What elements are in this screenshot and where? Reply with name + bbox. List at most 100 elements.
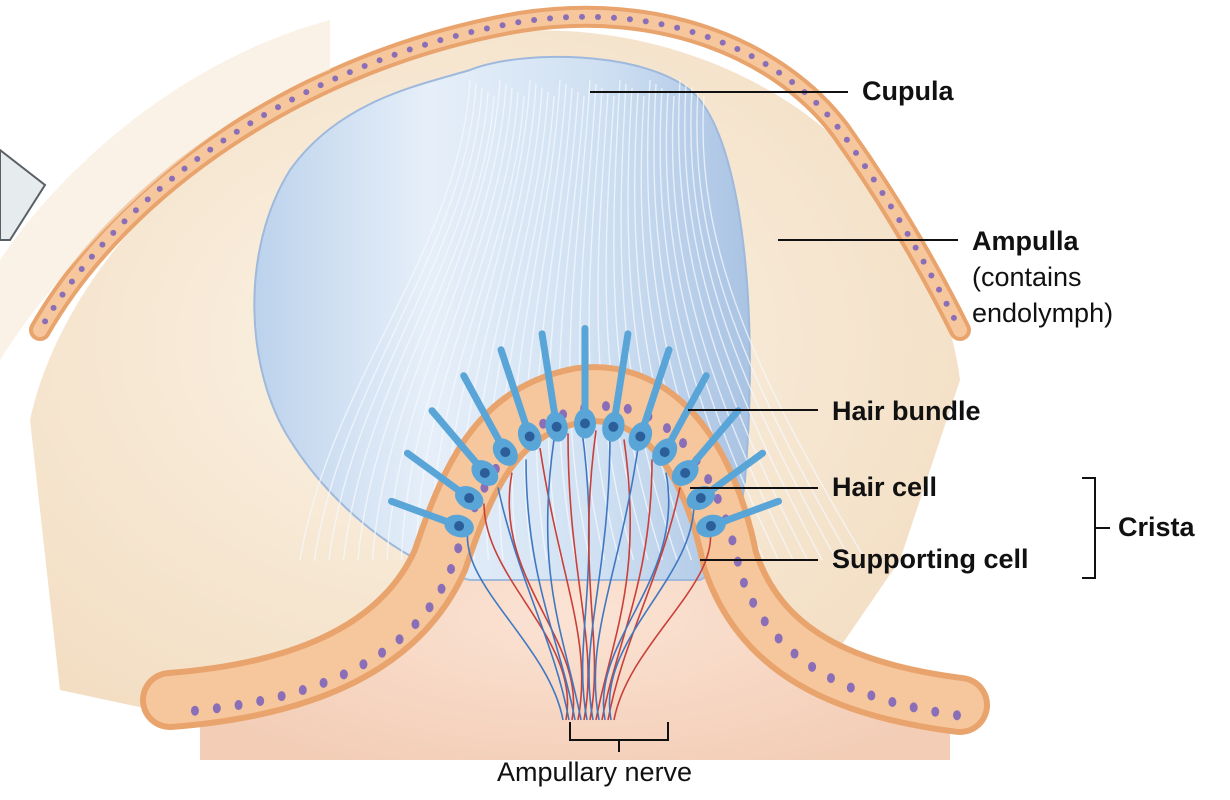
nucleus <box>824 112 830 118</box>
nucleus <box>595 14 601 20</box>
nucleus <box>663 423 671 433</box>
hair-cell-nucleus <box>500 447 510 457</box>
nucleus <box>299 685 307 695</box>
nucleus <box>749 598 757 608</box>
nucleus <box>438 584 446 594</box>
nucleus <box>936 287 942 293</box>
nucleus <box>728 535 736 545</box>
nucleus <box>953 710 961 720</box>
nucleus <box>377 57 383 63</box>
nucleus <box>51 305 57 311</box>
nucleus <box>844 137 850 143</box>
nucleus <box>888 204 894 210</box>
nucleus <box>392 52 398 58</box>
nucleus <box>775 633 783 643</box>
hair-cell-nucleus <box>552 422 562 432</box>
nucleus <box>896 217 902 223</box>
label-ampullary-nerve: Ampullary nerve <box>497 757 692 788</box>
nucleus <box>320 678 328 688</box>
nucleus <box>145 196 151 202</box>
nucleus <box>602 401 610 411</box>
nucleus <box>437 37 443 43</box>
nucleus <box>611 15 617 21</box>
nucleus <box>763 61 769 67</box>
nucleus <box>853 150 859 156</box>
nucleus <box>261 112 267 118</box>
nucleus <box>944 301 950 307</box>
nucleus <box>813 100 819 106</box>
nucleus <box>396 634 404 644</box>
nucleus <box>99 242 105 248</box>
nucleus <box>690 29 696 35</box>
nucleus <box>734 46 740 52</box>
nucleus <box>121 218 127 224</box>
nucleus <box>359 659 367 669</box>
nucleus <box>235 700 243 710</box>
nucleus <box>776 70 782 76</box>
nucleus <box>289 96 295 102</box>
label-ampulla: Ampulla <box>972 226 1079 257</box>
nucleus <box>207 147 213 153</box>
nucleus <box>679 438 687 448</box>
nucleus <box>515 19 521 25</box>
nucleus <box>318 82 324 88</box>
nucleus <box>931 707 939 717</box>
hair-cell-nucleus <box>660 447 670 457</box>
nucleus <box>110 230 116 236</box>
nucleus <box>867 690 875 700</box>
hair-cell-nucleus <box>525 431 535 441</box>
nucleus <box>879 190 885 196</box>
nucleus <box>951 315 957 321</box>
hair-cell-nucleus <box>608 422 618 432</box>
hair-cell-nucleus <box>464 493 474 503</box>
nucleus <box>734 557 742 567</box>
nucleus <box>659 21 665 27</box>
nucleus <box>705 34 711 40</box>
hair-cell-nucleus <box>680 468 690 478</box>
nucleus <box>447 564 455 574</box>
nucleus <box>220 137 226 143</box>
nucleus <box>928 273 934 279</box>
nucleus <box>157 186 163 192</box>
nucleus <box>484 25 490 31</box>
crista-bracket <box>1082 478 1095 578</box>
nucleus <box>453 33 459 39</box>
nucleus <box>182 166 188 172</box>
nucleus <box>454 543 462 553</box>
nucleus <box>194 156 200 162</box>
nucleus <box>468 29 474 35</box>
nucleus <box>531 17 537 23</box>
nucleus <box>303 89 309 95</box>
nucleus <box>862 163 868 169</box>
nucleus <box>213 703 221 713</box>
nucleus <box>871 177 877 183</box>
hair-cell-nucleus <box>580 419 590 429</box>
label-ampulla-note-1: (contains <box>972 262 1082 293</box>
hair-cell-nucleus <box>480 468 490 478</box>
nucleus <box>500 22 506 28</box>
nucleus <box>347 69 353 75</box>
nucleus <box>275 104 281 110</box>
label-hair-cell: Hair cell <box>832 472 937 503</box>
nucleus <box>378 648 386 658</box>
nucleus <box>791 649 799 659</box>
nucleus <box>749 53 755 59</box>
nucleus <box>808 662 816 672</box>
nucleus <box>910 702 918 712</box>
nucleus <box>579 14 585 20</box>
nucleus <box>79 266 85 272</box>
hair-cell-nucleus <box>454 521 464 531</box>
nucleus <box>847 683 855 693</box>
nucleus <box>340 669 348 679</box>
nucleus <box>643 18 649 24</box>
nucleus <box>761 616 769 626</box>
nucleus <box>332 75 338 81</box>
nucleus <box>905 231 911 237</box>
nucleus <box>426 602 434 612</box>
nucleus <box>191 706 199 716</box>
nucleus <box>362 63 368 69</box>
nucleus <box>563 14 569 20</box>
nucleus <box>256 696 264 706</box>
nucleus <box>411 619 419 629</box>
